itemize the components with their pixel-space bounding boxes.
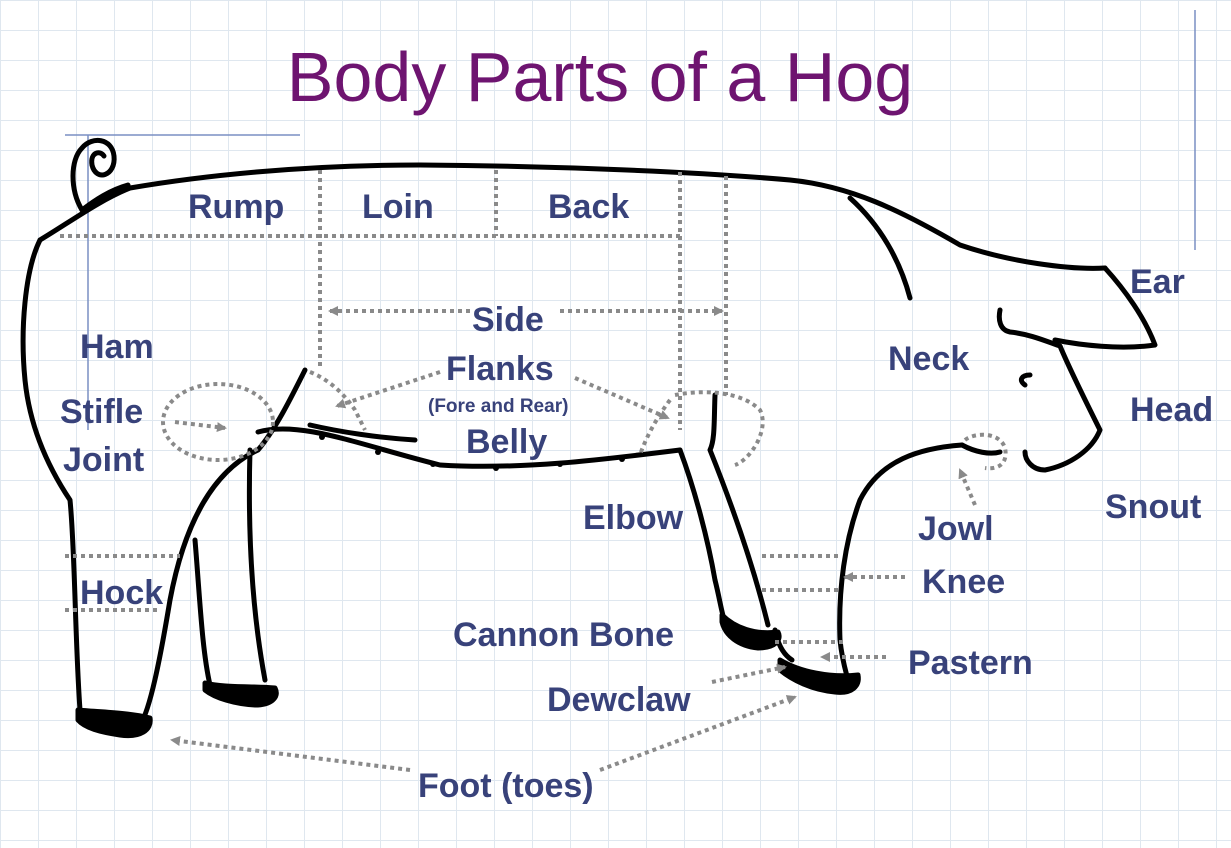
label-fore-rear: (Fore and Rear) [428,397,568,416]
label-cannon-bone: Cannon Bone [453,618,674,652]
label-elbow: Elbow [583,501,683,535]
label-ear: Ear [1130,265,1185,299]
label-jowl: Jowl [918,512,994,546]
label-foot-toes: Foot (toes) [418,769,594,803]
rear-hoof-back [205,683,276,705]
label-dewclaw: Dewclaw [547,683,691,717]
label-flanks: Flanks [446,352,554,386]
front-hoof-rear [722,615,779,648]
label-belly: Belly [466,425,547,459]
label-stifle: Stifle [60,395,143,429]
label-joint: Joint [63,443,144,477]
rear-hoof-front [78,710,150,736]
label-ham: Ham [80,330,154,364]
label-neck: Neck [888,342,969,376]
label-pastern: Pastern [908,646,1033,680]
label-snout: Snout [1105,490,1201,524]
label-loin: Loin [362,190,434,224]
label-head: Head [1130,393,1213,427]
label-side: Side [472,303,544,337]
label-hock: Hock [80,576,163,610]
label-rump: Rump [188,190,284,224]
label-back: Back [548,190,629,224]
label-knee: Knee [922,565,1005,599]
face [999,310,1100,470]
